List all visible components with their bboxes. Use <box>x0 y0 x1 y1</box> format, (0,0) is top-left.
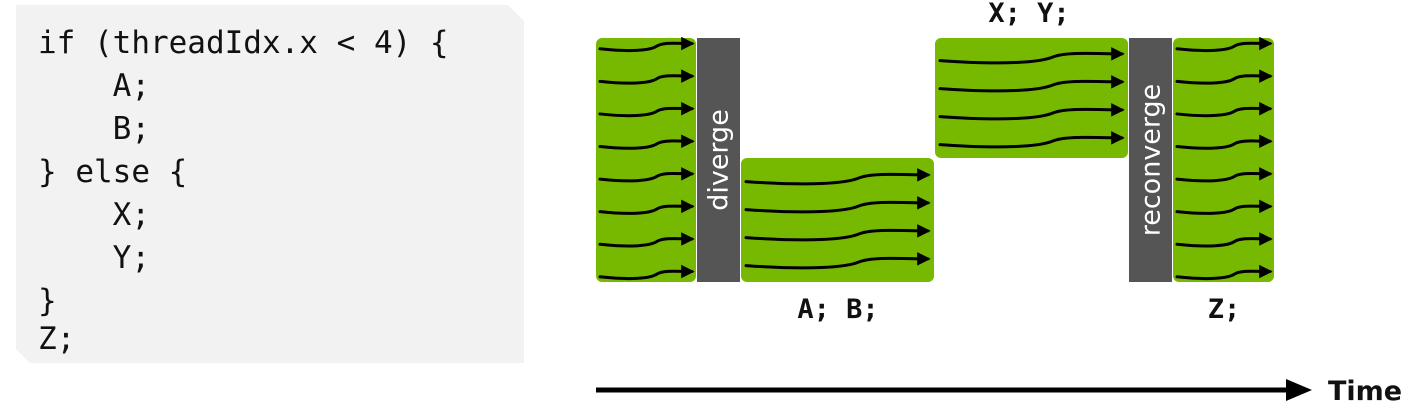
code-line: X; <box>38 197 150 233</box>
code-panel: if (threadIdx.x < 4) { A; B; } else { X;… <box>16 5 524 363</box>
arrow-end <box>1175 134 1273 150</box>
arrow-start <box>598 36 695 53</box>
code-line: } else { <box>38 154 188 190</box>
arrow-xy <box>938 75 1125 93</box>
arrow-start <box>598 69 695 85</box>
arrow-ab <box>744 252 931 270</box>
arrow-start <box>598 232 695 248</box>
reconverge-bar <box>1129 38 1172 282</box>
code-line: B; <box>38 111 150 147</box>
block-branch-xy <box>935 38 1128 158</box>
label-z: Z; <box>1208 294 1241 325</box>
arrow-ab <box>744 168 931 186</box>
code-line: A; <box>38 68 150 104</box>
code-line: Z; <box>38 321 76 357</box>
arrow-end <box>1175 232 1273 248</box>
time-label: Time <box>1328 376 1402 407</box>
label-ab: A; B; <box>797 294 878 325</box>
diverge-label: diverge <box>704 109 735 211</box>
arrow-start <box>598 199 695 215</box>
arrow-end <box>1175 264 1273 281</box>
label-xy: X; Y; <box>988 0 1069 29</box>
arrow-start <box>598 264 695 281</box>
time-axis-arrowhead <box>1286 379 1312 401</box>
arrow-xy <box>938 47 1125 65</box>
diverge-bar <box>697 38 740 282</box>
arrow-xy <box>938 131 1125 149</box>
arrow-end <box>1175 36 1273 53</box>
arrow-end <box>1175 199 1273 215</box>
arrow-start <box>598 101 695 118</box>
block-all-threads-start <box>596 38 696 282</box>
code-line: } <box>38 283 57 319</box>
thread-arrows <box>598 36 1273 281</box>
arrow-xy <box>938 103 1125 121</box>
arrow-end <box>1175 167 1273 183</box>
arrow-end <box>1175 69 1273 85</box>
arrow-ab <box>744 196 931 214</box>
block-branch-ab <box>741 158 934 282</box>
arrow-ab <box>744 224 931 242</box>
arrow-end <box>1175 101 1273 118</box>
arrow-start <box>598 167 695 183</box>
code-line: Y; <box>38 240 150 276</box>
arrow-start <box>598 134 695 150</box>
reconverge-label: reconverge <box>1136 84 1167 237</box>
block-all-threads-end <box>1173 38 1274 282</box>
code-line: if (threadIdx.x < 4) { <box>38 25 449 61</box>
